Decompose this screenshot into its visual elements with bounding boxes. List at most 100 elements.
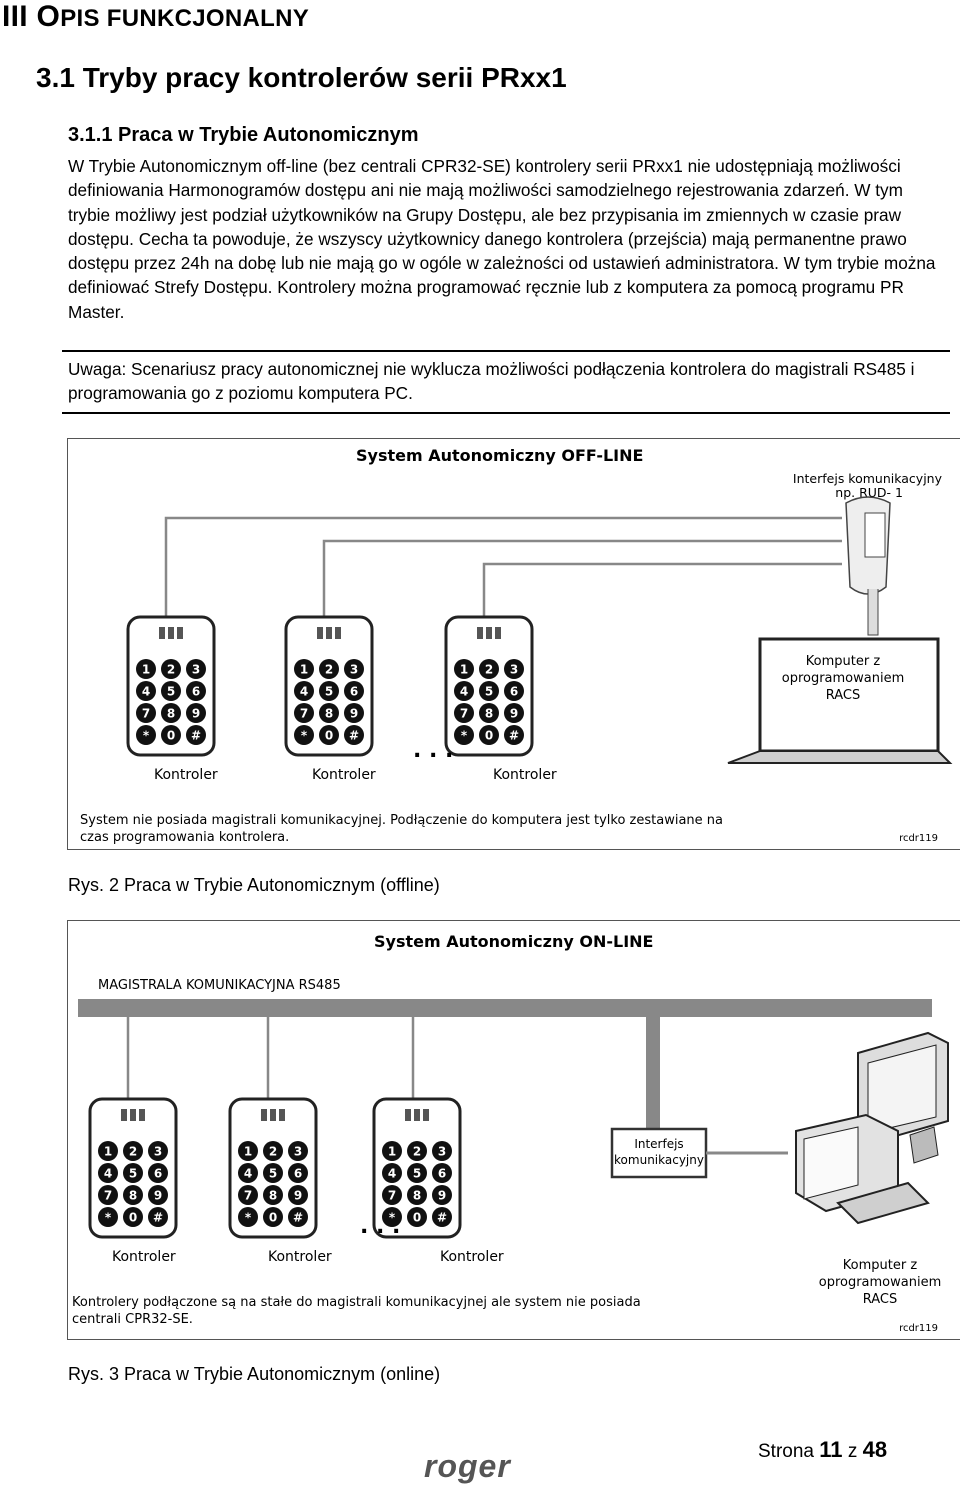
- keypad-key: [432, 1185, 452, 1205]
- usb-interface-icon: [845, 496, 891, 636]
- chapter-roman: III: [2, 0, 28, 33]
- keypad-key: [263, 1141, 283, 1161]
- keypad-key: [454, 681, 474, 701]
- keypad-key-label: 0: [413, 1211, 421, 1225]
- keypad-key-label: 6: [438, 1167, 446, 1181]
- keypad-key: [238, 1163, 258, 1183]
- keypad-key: [382, 1207, 402, 1227]
- keypad-key: [344, 725, 364, 745]
- keypad-key: [148, 1185, 168, 1205]
- keypad-key: [161, 725, 181, 745]
- fig2-note-line2: centrali CPR32-SE.: [72, 1312, 193, 1327]
- keypad-key: [294, 659, 314, 679]
- keypad-key-label: 2: [269, 1145, 277, 1159]
- fig2-interface-label-2: komunikacyjny: [614, 1153, 704, 1167]
- keypad-led: [414, 1109, 420, 1121]
- keypad-key: [148, 1163, 168, 1183]
- note-box: [62, 350, 950, 414]
- keypad-key: [432, 1207, 452, 1227]
- keypad-key: [288, 1163, 308, 1183]
- keypad-key: [432, 1141, 452, 1161]
- keypad-key: [407, 1163, 427, 1183]
- keypad-key: [263, 1207, 283, 1227]
- keypad-key: [382, 1185, 402, 1205]
- keypad-key: [288, 1185, 308, 1205]
- fig2-controller-label-1: Kontroler: [112, 1249, 176, 1265]
- keypad-key: [98, 1141, 118, 1161]
- keypad-key-label: 2: [129, 1145, 137, 1159]
- section-title: 3.1 Tryby pracy kontrolerów serii PRxx1: [36, 62, 567, 93]
- fig2-bus-label: MAGISTRALA KOMUNIKACYJNA RS485: [98, 978, 341, 993]
- keypad-key-label: 3: [192, 663, 200, 677]
- chapter-initial: O: [36, 0, 61, 33]
- fig2-note-line1: Kontrolery podłączone są na stałe do mag…: [72, 1295, 641, 1310]
- keypad-key-label: 0: [325, 729, 333, 743]
- fig1-interface-label-2: np. RUD- 1: [835, 485, 903, 500]
- keypad-key-label: 4: [142, 685, 150, 699]
- keypad-led: [130, 1109, 136, 1121]
- keypad-key-label: 9: [192, 707, 200, 721]
- keypad-key-label: 3: [294, 1145, 302, 1159]
- fig2-computer-label-3: RACS: [863, 1292, 898, 1307]
- keypad-key: [123, 1207, 143, 1227]
- keypad-key: [479, 703, 499, 723]
- desktop-computer-icon: [795, 1031, 949, 1225]
- keypad-key: [407, 1185, 427, 1205]
- keypad-key: [123, 1141, 143, 1161]
- fig2-controller-label-3: Kontroler: [440, 1249, 504, 1265]
- keypad-key: [382, 1163, 402, 1183]
- keypad-key-label: 7: [104, 1189, 112, 1203]
- page-prefix: Strona: [758, 1441, 814, 1462]
- fig1-title: System Autonomiczny OFF-LINE: [356, 446, 643, 465]
- fig1-controller-label-1: Kontroler: [154, 767, 218, 783]
- fig2-interface-label-1: Interfejs: [634, 1137, 683, 1151]
- keypad-key-label: 8: [269, 1189, 277, 1203]
- keypad-key: [98, 1185, 118, 1205]
- fig2-code: rcdr119: [899, 1323, 938, 1334]
- keypad-key: [407, 1207, 427, 1227]
- figure-offline: System Autonomiczny OFF-LINE Interfejs k…: [67, 438, 960, 850]
- fig1-controller-label-3: Kontroler: [493, 767, 557, 783]
- keypad-key-label: 6: [154, 1167, 162, 1181]
- keypad-key-label: #: [293, 1211, 303, 1225]
- keypad-key-label: 6: [192, 685, 200, 699]
- keypad-key-label: #: [509, 729, 519, 743]
- keypad-key-label: 1: [388, 1145, 396, 1159]
- keypad-key-label: 7: [300, 707, 308, 721]
- keypad-key: [136, 681, 156, 701]
- keypad-led: [168, 627, 174, 639]
- keypad-key-label: *: [245, 1211, 252, 1225]
- keypad-key: [382, 1141, 402, 1161]
- keypad-key: [319, 659, 339, 679]
- keypad-key: [148, 1141, 168, 1161]
- keypad-led: [139, 1109, 145, 1121]
- keypad-led: [159, 627, 165, 639]
- keypad-key-label: 6: [350, 685, 358, 699]
- page-total: 48: [862, 1437, 888, 1462]
- fig2-computer-label-1: Komputer z: [843, 1258, 918, 1273]
- page-number: Strona 11 z 48: [758, 1437, 887, 1463]
- keypad-key-label: *: [143, 729, 150, 743]
- keypad-key-label: *: [389, 1211, 396, 1225]
- page-sep: z: [847, 1441, 858, 1462]
- fig1-note-line2: czas programowania kontrolera.: [80, 830, 289, 845]
- keypad-key-label: 9: [438, 1189, 446, 1203]
- fig1-note-line1: System nie posiada magistrali komunikacy…: [80, 813, 723, 828]
- keypad-key: [148, 1207, 168, 1227]
- keypad-key-label: 0: [269, 1211, 277, 1225]
- fig1-computer-label-1: Komputer z: [806, 654, 881, 669]
- keypad-key: [504, 725, 524, 745]
- keypad-key-label: 2: [485, 663, 493, 677]
- chapter-rest: PIS FUNKCJONALNY: [60, 5, 310, 32]
- keypad-key-label: 6: [294, 1167, 302, 1181]
- fig1-computer-label-3: RACS: [826, 688, 861, 703]
- keypad-led: [261, 1109, 267, 1121]
- keypad-key: [186, 659, 206, 679]
- keypad-key-label: #: [437, 1211, 447, 1225]
- keypad-key: [238, 1185, 258, 1205]
- keypad-key-label: 3: [350, 663, 358, 677]
- keypad-key: [344, 703, 364, 723]
- keypad-key-label: 3: [154, 1145, 162, 1159]
- keypad-key: [319, 725, 339, 745]
